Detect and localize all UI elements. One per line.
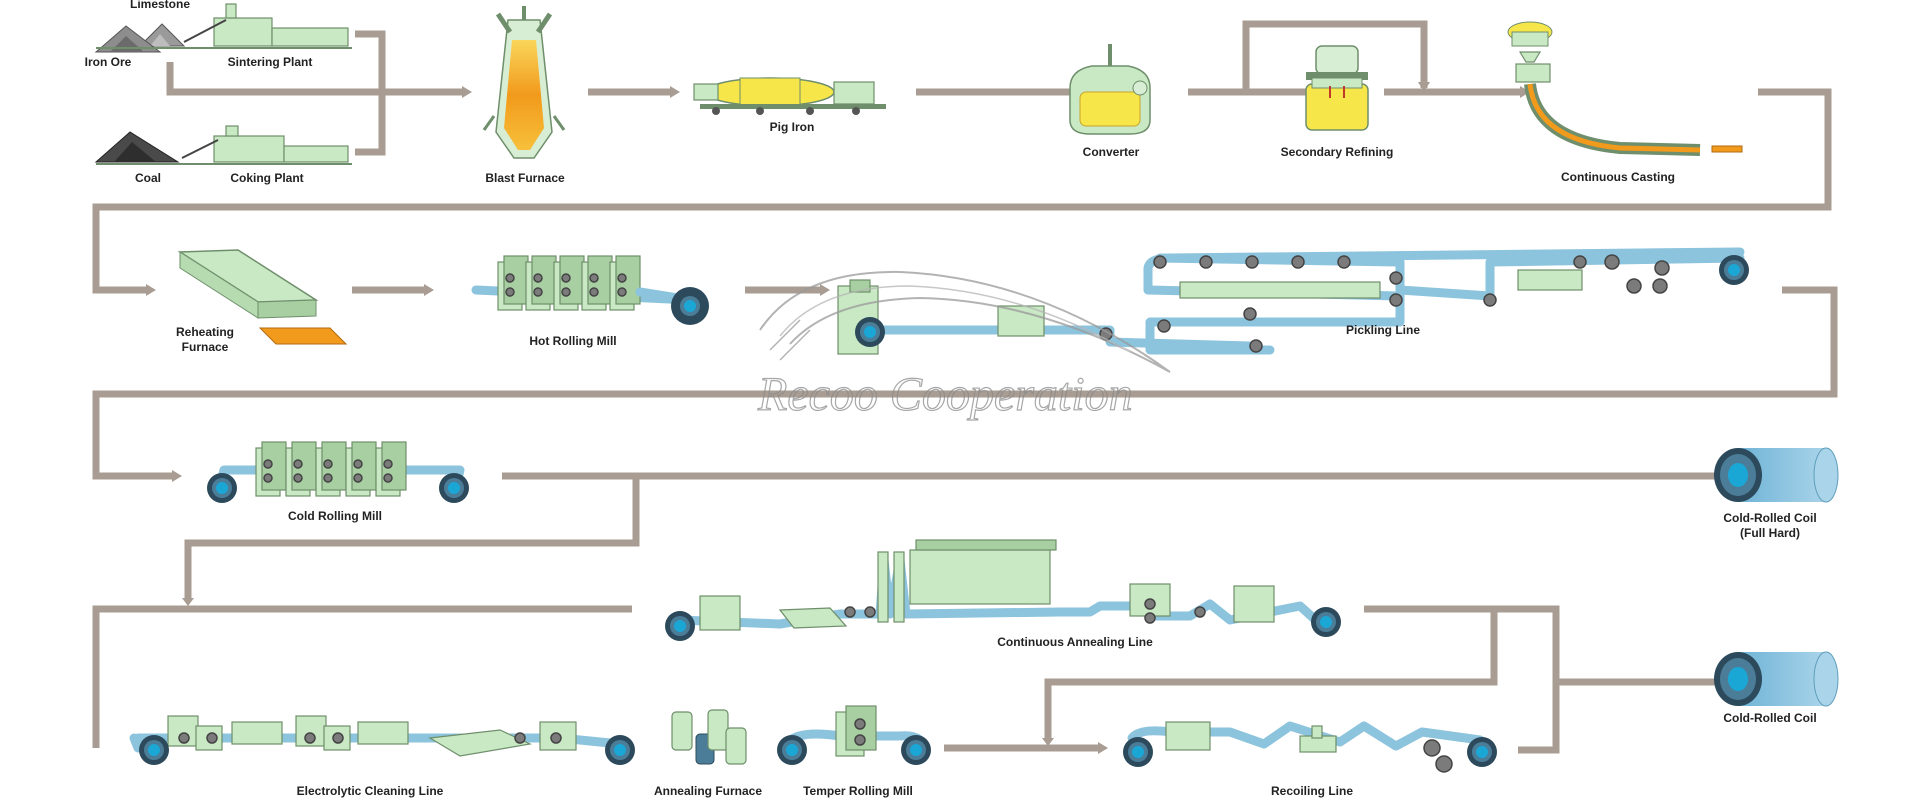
label-coal: Coal xyxy=(135,171,161,185)
label-annealing-furnace: Annealing Furnace xyxy=(654,784,762,798)
stage-labels: Limestone Iron Ore Sintering Plant Coal … xyxy=(85,0,1817,798)
sintering-plant-icon xyxy=(96,3,352,49)
cold-rolled-coil-full-hard-icon xyxy=(1714,447,1839,503)
electrolytic-cleaning-line-icon xyxy=(129,715,635,765)
label-coking-plant: Coking Plant xyxy=(230,171,303,185)
label-pig-iron: Pig Iron xyxy=(770,120,815,134)
cold-rolled-coil-icon xyxy=(1714,651,1839,707)
coal-pile-icon xyxy=(94,131,180,163)
recoiling-line-icon xyxy=(1123,721,1497,773)
label-iron-ore: Iron Ore xyxy=(85,55,132,69)
pipe-annealing-to-recoil xyxy=(1044,609,1498,738)
label-temper-rolling-mill: Temper Rolling Mill xyxy=(803,784,913,798)
label-cold-rolling-mill: Cold Rolling Mill xyxy=(288,509,382,523)
coking-plant-icon xyxy=(96,125,352,165)
label-continuous-casting: Continuous Casting xyxy=(1561,170,1675,184)
pickling-line-icon xyxy=(837,247,1749,355)
label-electrolytic-cleaning-line: Electrolytic Cleaning Line xyxy=(297,784,444,798)
label-hot-rolling-mill: Hot Rolling Mill xyxy=(529,334,616,348)
label-cold-rolled-coil: Cold-Rolled Coil xyxy=(1723,711,1816,725)
continuous-annealing-line-icon xyxy=(665,539,1341,641)
label-blast-furnace: Blast Furnace xyxy=(485,171,565,185)
label-secondary-refining: Secondary Refining xyxy=(1281,145,1394,159)
watermark-text: Recoo Cooperation xyxy=(757,368,1133,421)
pipe-coldroll-branch-down xyxy=(184,476,640,598)
pipe-converter-to-refining xyxy=(1188,20,1428,96)
pig-iron-car-icon xyxy=(693,77,886,115)
blast-furnace-icon xyxy=(482,6,566,159)
label-converter: Converter xyxy=(1083,145,1140,159)
watermark: Recoo Cooperation xyxy=(756,270,1171,422)
label-sintering-plant: Sintering Plant xyxy=(228,55,313,69)
hot-rolling-mill-icon xyxy=(471,255,709,325)
pipe-annealing-to-coil xyxy=(1364,605,1716,754)
label-reheating-furnace-line1: Reheating xyxy=(176,325,234,339)
converter-icon xyxy=(1069,44,1151,135)
pipe-pickling-to-row3 xyxy=(92,286,1838,480)
label-pickling-line: Pickling Line xyxy=(1346,323,1420,337)
label-full-hard-coil-line2: (Full Hard) xyxy=(1740,526,1800,540)
pipe-casting-to-row2 xyxy=(92,88,1832,294)
reheating-furnace-icon xyxy=(177,249,348,345)
label-full-hard-coil-line1: Cold-Rolled Coil xyxy=(1723,511,1816,525)
secondary-refining-icon xyxy=(1305,45,1369,131)
label-recoiling-line: Recoiling Line xyxy=(1271,784,1353,798)
label-reheating-furnace-line2: Furnace xyxy=(182,340,229,354)
pipe-to-annealing xyxy=(92,605,632,748)
cold-rolling-mill-icon xyxy=(207,441,469,503)
temper-rolling-mill-icon xyxy=(777,705,931,765)
annealing-furnace-icon xyxy=(671,709,747,765)
pipe-sinter-coke-merge xyxy=(166,30,462,156)
label-limestone: Limestone xyxy=(130,0,190,11)
flow-pipes xyxy=(92,20,1838,754)
continuous-casting-icon xyxy=(1507,21,1743,156)
label-continuous-annealing-line: Continuous Annealing Line xyxy=(997,635,1153,649)
limestone-pile-icon xyxy=(138,23,186,47)
